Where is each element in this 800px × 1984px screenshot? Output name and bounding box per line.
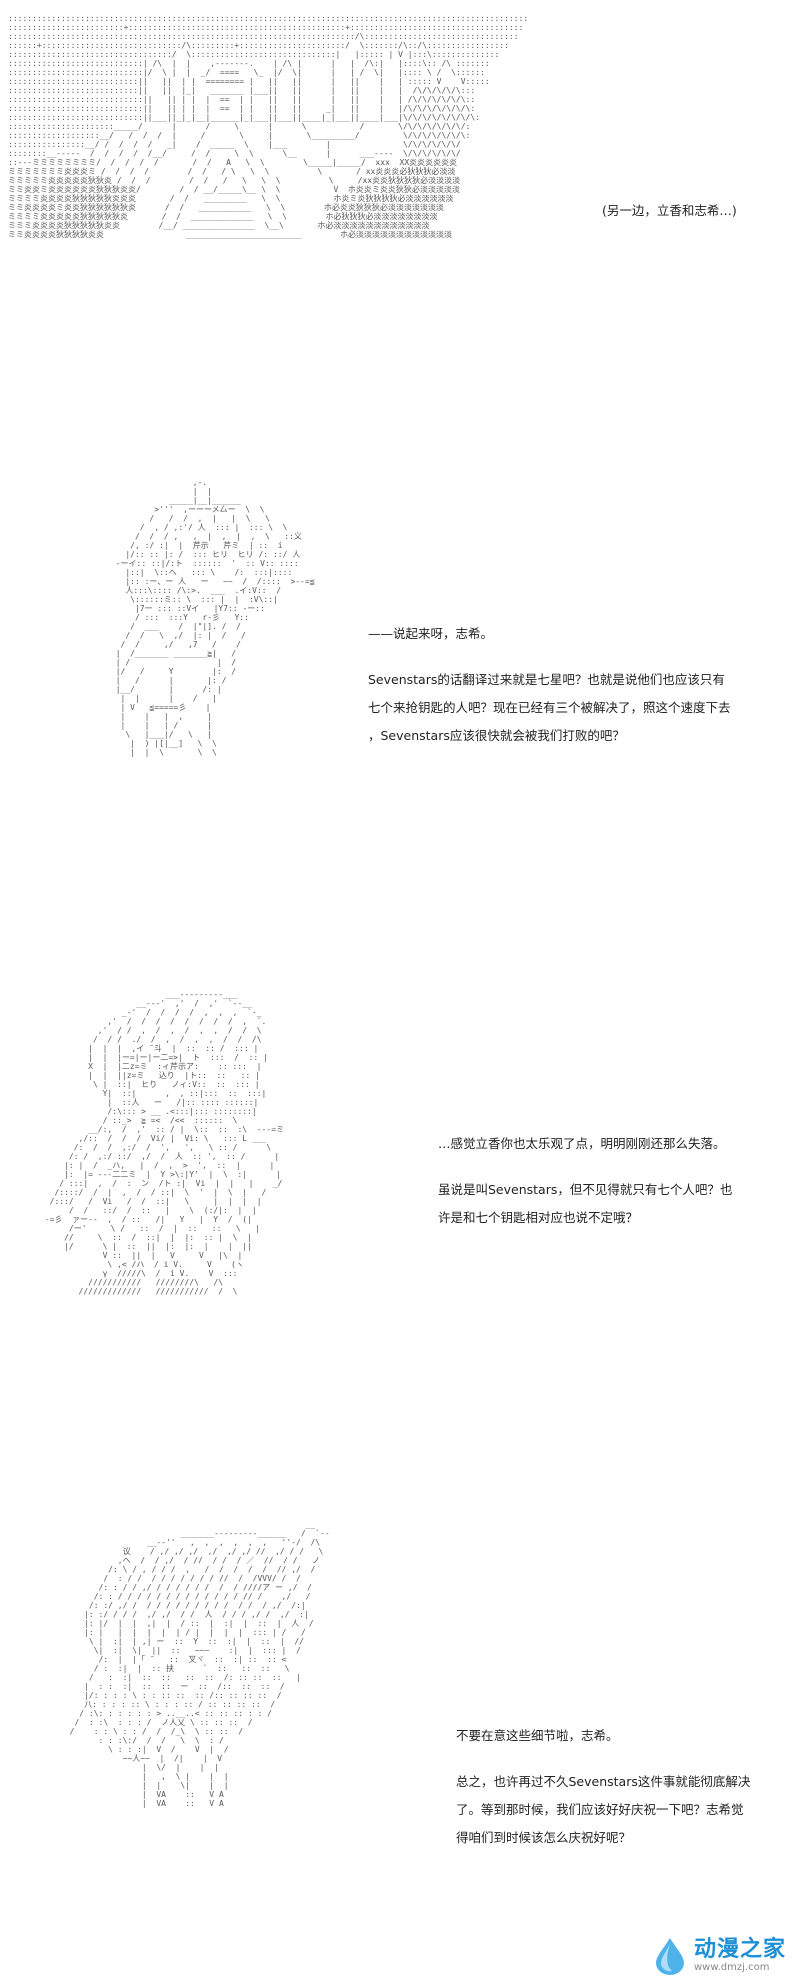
girl-1-ascii-art: ,-. | | _____|__|______ >''' ,ーーーメ厶ー \ \… xyxy=(115,478,315,757)
panel-girl-1: ,-. | | _____|__|______ >''' ,ーーーメ厶ー \ \… xyxy=(0,470,800,960)
dialog-line: 不要在意这些细节啦，志希。 xyxy=(456,1728,619,1743)
dialog-line: ——说起来呀，志希。 xyxy=(368,626,494,641)
watermark-name: 动漫之家 xyxy=(693,1937,786,1962)
girl-3-dialog: 不要在意这些细节啦，志希。总之，也许再过不久Sevenstars这件事就能彻底解… xyxy=(456,1722,796,1852)
girl-3-ascii-art: __ _______---------______ / `-- __--'' ,… xyxy=(69,1520,330,1808)
castle-ascii-art: ::::::::::::::::::::::::::::::::::::::::… xyxy=(8,14,529,239)
dialog-line: 总之，也许再过不久Sevenstars这件事就能彻底解决 xyxy=(456,1774,751,1789)
dialog-line: 虽说是叫Sevenstars，但不见得就只有七个人吧？也 xyxy=(438,1182,733,1197)
dialog-line: 许是和七个钥匙相对应也说不定哦？ xyxy=(438,1210,639,1225)
watermark: 动漫之家 www.dmzj.com xyxy=(652,1936,786,1976)
droplet-logo-icon xyxy=(655,1938,684,1975)
girl-1-dialog: ——说起来呀，志希。 Sevenstars的话翻译过来就是七星吧？也就是说他们也应… xyxy=(368,620,788,750)
castle-caption: (另一边，立香和志希…) xyxy=(602,203,737,218)
panel-girl-2: ___---------___ __---' ,' / ,' `--__ _-'… xyxy=(0,980,800,1470)
panel-girl-3: __ _______---------______ / `-- __--'' ,… xyxy=(0,1500,800,1984)
dialog-line: 了。等到那时候，我们应该好好庆祝一下吧？志希觉 xyxy=(456,1802,744,1817)
dialog-line: ，Sevenstars应该很快就会被我们打败的吧？ xyxy=(368,728,625,743)
dialog-line: …感觉立香你也太乐观了点，明明刚刚还那么失落。 xyxy=(438,1136,726,1151)
dialog-line: 七个来抢钥匙的人吧？现在已经有三个被解决了，照这个速度下去 xyxy=(368,700,731,715)
watermark-url: www.dmzj.com xyxy=(693,1962,770,1973)
girl-2-ascii-art: ___---------___ __---' ,' / ,' `--__ _-'… xyxy=(44,990,285,1296)
dialog-line: Sevenstars的话翻译过来就是七星吧？也就是说他们也应该只有 xyxy=(368,672,725,687)
girl-2-dialog: …感觉立香你也太乐观了点，明明刚刚还那么失落。虽说是叫Sevenstars，但不… xyxy=(438,1130,798,1232)
dialog-line: 得咱们到时候该怎么庆祝好呢？ xyxy=(456,1830,632,1845)
panel-castle: ::::::::::::::::::::::::::::::::::::::::… xyxy=(0,0,800,450)
